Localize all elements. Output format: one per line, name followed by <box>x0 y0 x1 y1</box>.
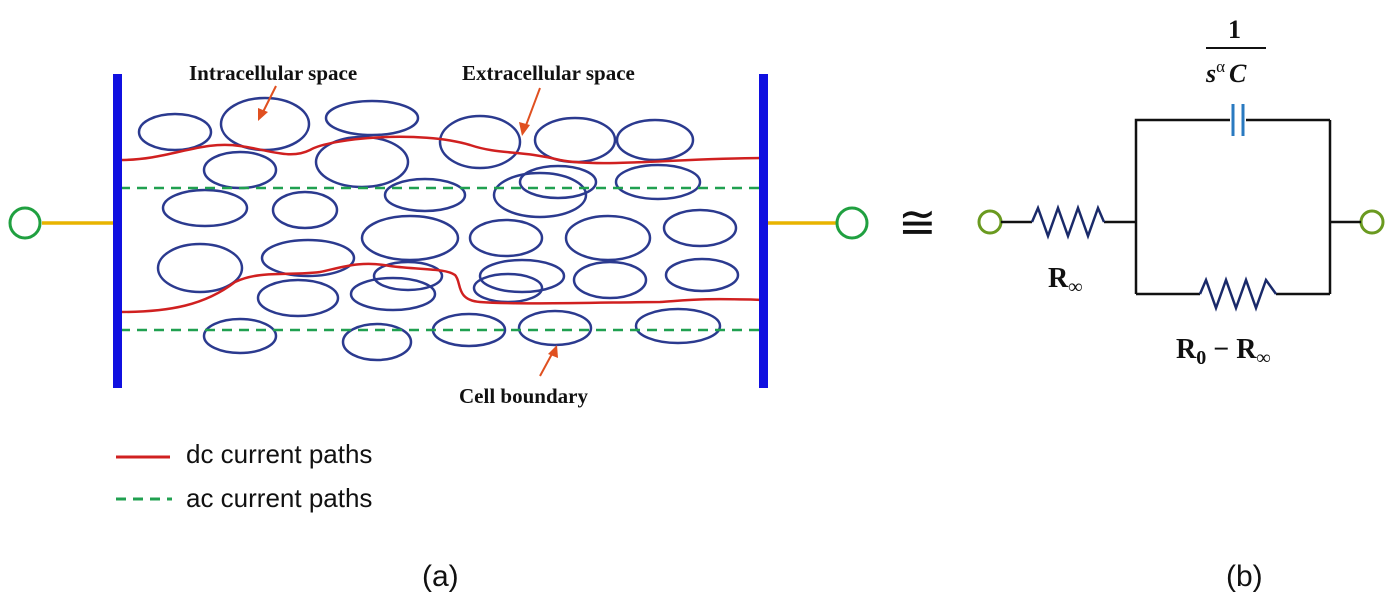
resistor-r-inf <box>1030 204 1106 240</box>
cell <box>518 164 598 200</box>
r0-main: R <box>1176 334 1197 365</box>
electrode-left <box>113 74 122 388</box>
cell <box>349 276 437 312</box>
label-r0-minus-rinf: R0 − R∞ <box>1176 334 1271 369</box>
cell <box>438 114 522 170</box>
r0-sub: 0 <box>1196 347 1206 369</box>
cell <box>137 112 213 152</box>
cell <box>468 218 544 258</box>
legend-ac-label: ac current paths <box>186 483 372 513</box>
label-extracellular: Extracellular space <box>462 61 635 85</box>
resistor-r0-minus-rinf <box>1198 276 1278 312</box>
cell <box>161 188 249 228</box>
cell <box>372 260 444 292</box>
arrow-intracellular <box>261 85 277 115</box>
cell <box>383 177 467 213</box>
arrow-cell-boundary <box>539 351 554 377</box>
caption-b: (b) <box>1226 560 1263 593</box>
cell <box>472 272 544 304</box>
capacitor <box>1231 104 1245 136</box>
approx-equal-symbol: ≅ <box>898 196 937 248</box>
r-inf-main: R <box>1048 263 1069 294</box>
dc-path-upper <box>119 135 766 165</box>
r-minus: − R <box>1206 334 1257 365</box>
r-inf-sub-2: ∞ <box>1256 347 1270 369</box>
cell <box>341 322 413 362</box>
legend-dc-label: dc current paths <box>186 439 372 469</box>
panel-a: Intracellular space Extracellular space … <box>8 61 869 593</box>
terminal-b-right <box>1359 209 1385 235</box>
cell <box>478 258 566 294</box>
terminal-left <box>8 206 42 240</box>
cell <box>202 150 278 190</box>
legend: dc current paths ac current paths <box>116 439 372 513</box>
label-intracellular: Intracellular space <box>189 61 357 85</box>
cell <box>614 163 702 201</box>
r-inf-sub: ∞ <box>1068 276 1082 298</box>
cell <box>662 208 738 248</box>
electrode-right <box>759 74 768 388</box>
terminal-b-left <box>977 209 1003 235</box>
cell <box>202 317 278 355</box>
cell <box>564 214 652 262</box>
cap-c: C <box>1229 59 1247 88</box>
cell <box>324 99 420 137</box>
cell <box>271 190 339 230</box>
cell <box>260 238 356 278</box>
arrow-extracellular-head <box>519 122 530 136</box>
cap-alpha: α <box>1216 57 1225 76</box>
cap-numerator: 1 <box>1228 15 1241 44</box>
label-r-inf: R∞ <box>1048 263 1083 298</box>
cell <box>572 260 648 300</box>
dc-path-lower <box>119 262 766 314</box>
cell <box>533 116 617 164</box>
cells <box>137 96 740 362</box>
cell <box>664 257 740 293</box>
cap-s: s <box>1205 59 1216 88</box>
arrow-intracellular-head <box>258 108 268 121</box>
cell <box>360 214 460 262</box>
cell <box>517 309 593 347</box>
label-cell-boundary: Cell boundary <box>459 384 588 408</box>
caption-a: (a) <box>422 560 459 593</box>
arrow-cell-boundary-head <box>548 345 558 358</box>
arrow-extracellular <box>524 87 541 129</box>
terminal-right <box>835 206 869 240</box>
circuit-wires <box>1001 118 1361 296</box>
cell <box>256 278 340 318</box>
cell <box>492 171 588 219</box>
cell <box>634 307 722 345</box>
cell <box>615 118 695 162</box>
cell <box>156 242 244 294</box>
